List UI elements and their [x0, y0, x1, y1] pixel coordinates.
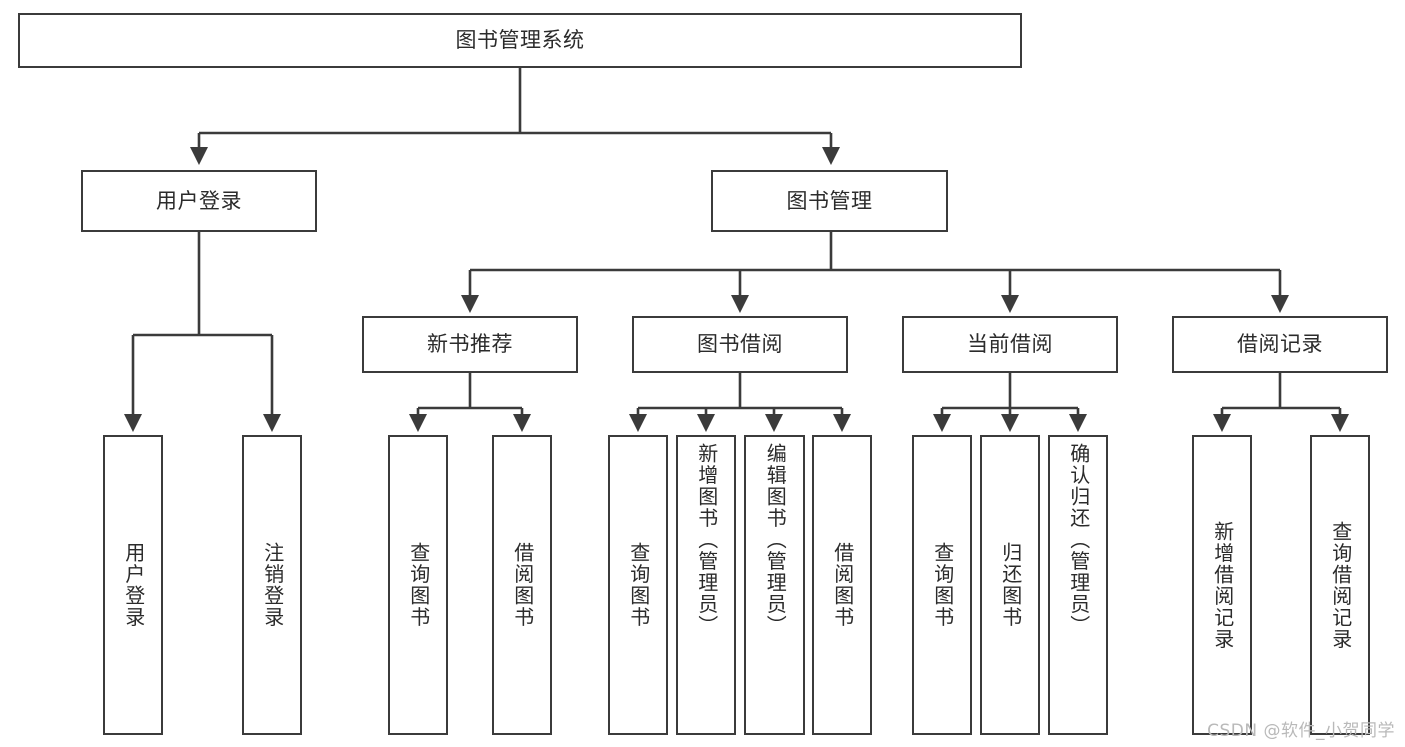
leaf-query-borrow-record[interactable]: 查询借阅记录: [1310, 435, 1370, 735]
node-label: 借阅图书: [830, 542, 855, 628]
leaf-add-borrow-record[interactable]: 新增借阅记录: [1192, 435, 1252, 735]
leaf-user-login[interactable]: 用户登录: [103, 435, 163, 735]
node-user-login[interactable]: 用户登录: [81, 170, 317, 232]
node-label: 归还图书: [998, 542, 1023, 628]
node-book-management[interactable]: 图书管理: [711, 170, 948, 232]
node-label: 确认归还（管理员）: [1066, 443, 1091, 637]
node-label: 用户登录: [156, 188, 242, 213]
leaf-query-books-borrow[interactable]: 查询图书: [608, 435, 668, 735]
node-label: 查询图书: [406, 542, 431, 628]
node-label: 新书推荐: [427, 332, 513, 357]
node-label: 查询图书: [930, 542, 955, 628]
node-label: 查询借阅记录: [1328, 520, 1353, 650]
leaf-query-books-current[interactable]: 查询图书: [912, 435, 972, 735]
node-label: 借阅记录: [1237, 332, 1323, 357]
node-borrow-records[interactable]: 借阅记录: [1172, 316, 1388, 373]
leaf-borrow-books-recommend[interactable]: 借阅图书: [492, 435, 552, 735]
node-label: 图书管理: [786, 188, 873, 213]
node-label: 用户登录: [121, 542, 146, 628]
node-book-borrow[interactable]: 图书借阅: [632, 316, 848, 373]
node-current-borrow[interactable]: 当前借阅: [902, 316, 1118, 373]
node-label: 查询图书: [626, 542, 651, 628]
leaf-add-book-admin[interactable]: 新增图书（管理员）: [676, 435, 736, 735]
node-root-system[interactable]: 图书管理系统: [18, 13, 1022, 68]
csdn-watermark: CSDN @软件_小贺同学: [1207, 721, 1395, 741]
node-label: 新增图书（管理员）: [694, 443, 719, 637]
node-label: 当前借阅: [967, 332, 1053, 357]
node-label: 借阅图书: [510, 542, 535, 628]
node-label: 注销登录: [260, 542, 285, 628]
node-label: 图书借阅: [697, 332, 783, 357]
node-label: 新增借阅记录: [1210, 520, 1235, 650]
node-new-book-recommend[interactable]: 新书推荐: [362, 316, 578, 373]
leaf-confirm-return-admin[interactable]: 确认归还（管理员）: [1048, 435, 1108, 735]
leaf-logout[interactable]: 注销登录: [242, 435, 302, 735]
leaf-edit-book-admin[interactable]: 编辑图书（管理员）: [744, 435, 805, 735]
leaf-borrow-books[interactable]: 借阅图书: [812, 435, 872, 735]
node-label: 编辑图书（管理员）: [763, 443, 788, 637]
leaf-return-books[interactable]: 归还图书: [980, 435, 1040, 735]
node-label: 图书管理系统: [455, 28, 585, 53]
leaf-query-books-recommend[interactable]: 查询图书: [388, 435, 448, 735]
